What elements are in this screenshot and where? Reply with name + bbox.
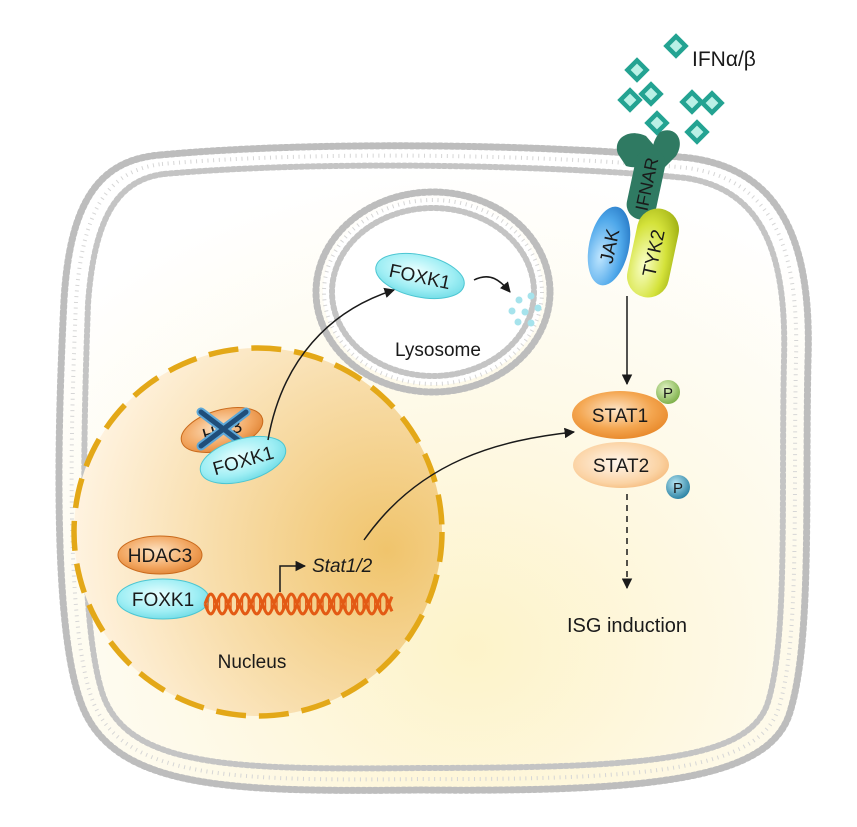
stat1: STAT1 bbox=[572, 391, 668, 439]
phospho-1-label: P bbox=[663, 385, 673, 402]
stat2: STAT2 bbox=[573, 442, 669, 488]
nucleus-label: Nucleus bbox=[218, 652, 287, 673]
plasma-membrane-tails bbox=[69, 153, 799, 782]
foxk1-nuclear-upper: FOXK1 bbox=[199, 435, 287, 485]
lysosome-membrane-inner bbox=[329, 205, 537, 379]
ifn-label: IFNα/β bbox=[692, 48, 756, 71]
isg-induction-label: ISG induction bbox=[567, 615, 687, 637]
gene-label: Stat1/2 bbox=[312, 556, 373, 577]
ifn-molecule bbox=[684, 119, 710, 145]
ifn-molecule bbox=[638, 81, 664, 107]
ifn-molecule bbox=[624, 57, 650, 83]
hdac3-complex: HDAC3 bbox=[117, 535, 203, 575]
hdac3-label: HDAC3 bbox=[128, 546, 192, 567]
ifn-molecule bbox=[699, 90, 725, 116]
plasma-membrane-inner bbox=[81, 162, 788, 772]
lysosome-membrane-outer bbox=[312, 188, 554, 396]
foxk1-lysosome: FOXK1 bbox=[375, 252, 465, 300]
stat1-label: STAT1 bbox=[592, 406, 648, 427]
degradation-arrow bbox=[473, 276, 511, 293]
tyk2-kinase: TYK2 bbox=[627, 208, 679, 298]
foxk1-nuclear-lower: FOXK1 bbox=[116, 578, 210, 620]
ifn-molecule bbox=[644, 110, 670, 136]
stat2-label: STAT2 bbox=[593, 456, 649, 477]
lysosome-membrane-tails bbox=[322, 198, 544, 386]
ifn-molecule bbox=[617, 87, 643, 113]
jak-kinase: JAK bbox=[587, 206, 631, 286]
transcription-start-arrow bbox=[279, 560, 307, 592]
stat2-phospho: P bbox=[666, 475, 690, 499]
plasma-membrane-outer bbox=[55, 142, 812, 794]
ifn-molecule bbox=[663, 33, 689, 59]
ifnar-receptor: IFNAR bbox=[616, 130, 680, 220]
nucleus: Nucleus H 3 FOXK1 HDAC3 FOXK1 bbox=[71, 345, 445, 719]
dna-helix bbox=[203, 592, 394, 616]
foxk1-to-lysosome-arrow bbox=[267, 287, 396, 441]
stat1-phospho: P bbox=[656, 380, 680, 404]
lysosome-label: Lysosome bbox=[395, 340, 481, 361]
ifn-molecule bbox=[679, 89, 705, 115]
phospho-2-label: P bbox=[673, 480, 683, 497]
gene-to-stat-arrow bbox=[363, 427, 576, 541]
foxk1-lower-label: FOXK1 bbox=[132, 590, 194, 611]
lysosome: FOXK1 Lysosome bbox=[312, 188, 554, 396]
nuclear-body bbox=[71, 345, 445, 719]
ifn-ligands bbox=[617, 33, 725, 145]
degraded-fragments bbox=[508, 292, 542, 327]
